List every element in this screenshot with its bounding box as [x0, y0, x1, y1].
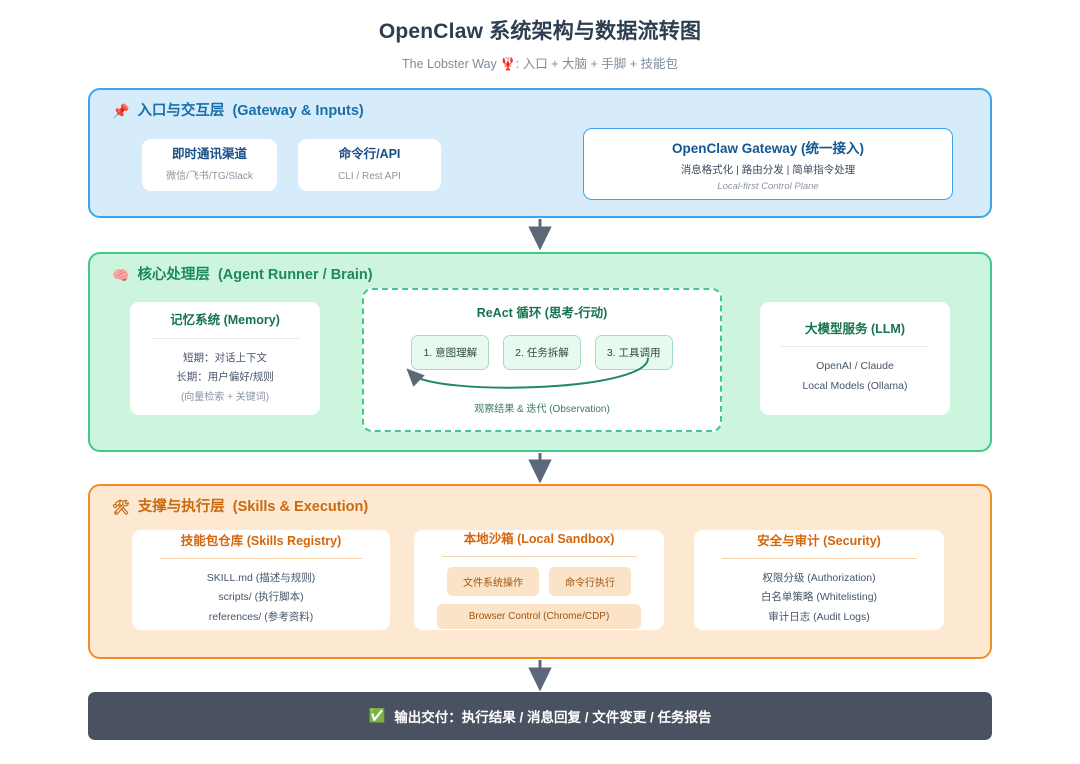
card-memory-line-1: 长期：用户偏好/规则: [176, 371, 274, 384]
pushpin-icon: 📌: [112, 103, 130, 120]
layer-brain-title-en: (Agent Runner / Brain): [217, 267, 373, 283]
react-loop-title-en: ReAct: [476, 306, 513, 320]
layer-skills-title-cn: 支撑与执行层: [137, 499, 225, 515]
card-memory-title-cn: 记忆系统: [170, 313, 221, 328]
react-loop-title-cn: 循环 (思考-行动): [516, 306, 608, 320]
card-cli-api[interactable]: 命令行/API CLI / Rest API: [298, 139, 441, 191]
sandbox-chip-row: 文件系统操作 命令行执行: [447, 567, 631, 597]
card-local-sandbox-title-en: (Local Sandbox): [517, 531, 615, 546]
card-security-title-cn: 安全与审计: [757, 533, 820, 548]
observation-label: 观察结果 & 迭代 (Observation): [474, 404, 610, 415]
react-step-1[interactable]: 1. 意图理解: [411, 335, 490, 370]
card-im-channels-sub: 微信/飞书/TG/Slack: [166, 170, 253, 182]
check-icon: ✅: [368, 708, 386, 723]
card-security-line-1: 白名单策略 (Whitelisting): [760, 591, 878, 604]
observation-loop-arrow: [406, 357, 649, 389]
card-im-channels[interactable]: 即时通讯渠道 微信/飞书/TG/Slack: [142, 139, 277, 191]
card-skills-registry-title: 技能包仓库 (Skills Registry): [181, 533, 341, 549]
react-step-3[interactable]: 3. 工具调用: [594, 335, 673, 370]
layer-skills-title: 🛠 支撑与执行层 (Skills & Execution): [90, 486, 990, 515]
card-llm-title-en: (LLM): [870, 321, 905, 336]
card-llm-line-1: Local Models (Ollama): [802, 379, 908, 392]
react-loop-title: ReAct 循环 (思考-行动): [364, 290, 720, 321]
card-skills-registry[interactable]: 技能包仓库 (Skills Registry) SKILL.md (描述与规则)…: [132, 530, 390, 630]
card-skills-registry-line-0: SKILL.md (描述与规则): [206, 571, 316, 584]
layer-gateway-title: 📌 入口与交互层 (Gateway & Inputs): [90, 90, 990, 119]
layer-skills-title-en: (Skills & Execution): [232, 499, 369, 515]
sandbox-chip-browser-control[interactable]: Browser Control (Chrome/CDP): [437, 604, 641, 630]
card-local-sandbox-title-cn: 本地沙箱: [463, 531, 514, 546]
card-llm[interactable]: 大模型服务 (LLM) OpenAI / Claude Local Models…: [760, 302, 950, 415]
card-security-line-2: 审计日志 (Audit Logs): [768, 610, 870, 623]
card-security-title: 安全与审计 (Security): [757, 533, 881, 549]
layer-brain-title-cn: 核心处理层: [137, 267, 210, 283]
react-steps: 1. 意图理解 2. 任务拆解 3. 工具调用: [364, 335, 720, 370]
card-cli-api-sub: CLI / Rest API: [338, 170, 401, 182]
layer-brain-title: 🧠 核心处理层 (Agent Runner / Brain): [90, 254, 990, 283]
layer-gateway-title-cn: 入口与交互层: [137, 103, 225, 119]
card-skills-registry-title-en: (Skills Registry): [246, 533, 342, 548]
card-llm-title: 大模型服务 (LLM): [805, 321, 905, 337]
card-skills-registry-line-1: scripts/ (执行脚本): [218, 591, 304, 604]
divider: [721, 557, 917, 559]
card-security[interactable]: 安全与审计 (Security) 权限分级 (Authorization) 白名…: [694, 530, 944, 630]
divider: [150, 337, 300, 339]
hammer-and-wrench-icon: 🛠: [112, 499, 130, 516]
card-memory-line-0: 短期：对话上下文: [183, 351, 267, 364]
page-subtitle: The Lobster Way 🦞: 入口 + 大脑 + 手脚 + 技能包: [402, 57, 678, 71]
divider: [441, 556, 637, 558]
card-memory-title: 记忆系统 (Memory): [170, 312, 280, 328]
sandbox-chip-shell[interactable]: 命令行执行: [549, 567, 631, 597]
card-gateway-title: OpenClaw Gateway (统一接入): [671, 140, 865, 156]
card-skills-registry-line-2: references/ (参考资料): [208, 610, 314, 623]
react-loop-container: ReAct 循环 (思考-行动) 1. 意图理解 2. 任务拆解 3. 工具调用…: [362, 288, 722, 432]
react-step-2[interactable]: 2. 任务拆解: [503, 335, 581, 370]
sandbox-chip-filesystem[interactable]: 文件系统操作: [447, 567, 539, 597]
card-security-line-0: 权限分级 (Authorization): [762, 571, 876, 584]
output-delivery-bar: ✅ 输出交付：执行结果 / 消息回复 / 文件变更 / 任务报告: [88, 692, 992, 740]
card-openclaw-gateway[interactable]: OpenClaw Gateway (统一接入) 消息格式化 | 路由分发 | 简…: [583, 128, 953, 200]
card-local-sandbox-title: 本地沙箱 (Local Sandbox): [464, 531, 615, 547]
card-gateway-line2: 消息格式化 | 路由分发 | 简单指令处理: [680, 163, 856, 176]
card-cli-api-title: 命令行/API: [338, 147, 401, 162]
card-im-channels-title: 即时通讯渠道: [171, 147, 247, 162]
card-memory-note: (向量检索 + 关键词): [180, 391, 270, 403]
card-llm-line-0: OpenAI / Claude: [816, 360, 894, 373]
card-llm-title-cn: 大模型服务: [804, 321, 868, 336]
layer-gateway-title-en: (Gateway & Inputs): [232, 103, 364, 119]
card-skills-registry-title-cn: 技能包仓库: [180, 533, 244, 548]
card-gateway-line3: Local-first Control Plane: [717, 180, 819, 192]
card-memory-title-en: (Memory): [223, 313, 280, 328]
output-delivery-text: 输出交付：执行结果 / 消息回复 / 文件变更 / 任务报告: [394, 710, 712, 725]
card-memory[interactable]: 记忆系统 (Memory) 短期：对话上下文 长期：用户偏好/规则 (向量检索 …: [130, 302, 320, 415]
divider: [160, 557, 362, 559]
page-title: OpenClaw 系统架构与数据流转图: [378, 20, 702, 43]
divider: [780, 346, 930, 348]
card-security-title-en: (Security): [823, 533, 881, 548]
brain-icon: 🧠: [112, 267, 130, 284]
card-local-sandbox[interactable]: 本地沙箱 (Local Sandbox) 文件系统操作 命令行执行 Browse…: [414, 530, 664, 630]
